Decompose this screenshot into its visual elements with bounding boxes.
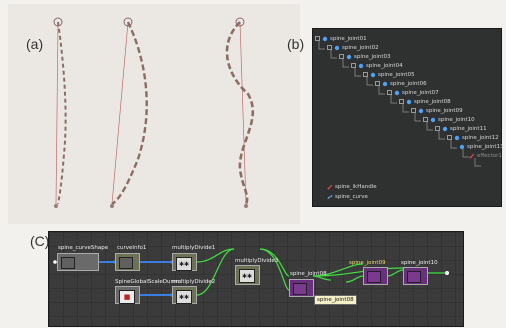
outliner-item-label: spine_curve <box>335 193 368 200</box>
node-spineglobalscaledummy[interactable]: ■ <box>115 286 140 304</box>
label-a: (a) <box>26 36 44 52</box>
outliner-item-label: spine_joint06 <box>390 80 427 87</box>
curve-icon <box>327 194 333 200</box>
node-label-spine-joint09: spine_joint09 <box>349 260 386 266</box>
outliner-tree-lines <box>318 41 481 167</box>
node-tooltip: spine_joint08 <box>314 295 357 305</box>
spine-chains-illustration <box>53 17 255 208</box>
joint-icon <box>454 135 460 141</box>
node-curveinfo1[interactable] <box>115 253 140 271</box>
expand-toggle-icon[interactable] <box>363 72 368 77</box>
node-label-spine-joint08: spine_joint08 <box>290 271 327 277</box>
expand-toggle-icon[interactable] <box>411 108 416 113</box>
outliner-panel[interactable]: spine_joint01 spine_joint02 spine_joint0… <box>312 28 504 207</box>
joint-icon <box>442 126 448 132</box>
joint-icon <box>367 271 381 283</box>
effector-icon <box>469 153 475 159</box>
expand-toggle-icon[interactable] <box>339 54 344 59</box>
outliner-item-label: effector1 <box>477 152 502 159</box>
node-spine-joint10[interactable] <box>403 267 428 285</box>
outliner-item-label: spine_joint01 <box>330 35 367 42</box>
outliner-item-label: spine_joint11 <box>450 125 487 132</box>
node-label-spine-curveshape: spine_curveShape <box>58 245 109 251</box>
node-label-multiplydivide2: multiplyDivide2 <box>172 279 216 285</box>
outliner-item-spine-joint02[interactable]: spine_joint02 <box>327 43 379 52</box>
expand-toggle-icon[interactable] <box>423 117 428 122</box>
outliner-item-spine-joint10[interactable]: spine_joint10 <box>423 115 475 124</box>
outliner-item-spine-ikhandle[interactable]: spine_ikHandle <box>327 182 377 191</box>
joint-icon <box>406 99 412 105</box>
outliner-item-spine-joint09[interactable]: spine_joint09 <box>411 106 463 115</box>
outliner-item-spine-joint11[interactable]: spine_joint11 <box>435 124 487 133</box>
node-label-spineglobalscaledummy: SpineGlobalScaleDumm <box>115 279 182 285</box>
node-spine-joint09[interactable] <box>363 267 388 285</box>
outliner-item-label: spine_joint05 <box>378 71 415 78</box>
outliner-item-label: spine_ikHandle <box>335 183 377 190</box>
joint-icon <box>322 36 328 42</box>
graph-connections <box>53 248 449 297</box>
joint-icon <box>382 81 388 87</box>
transform-icon: ■ <box>119 290 135 304</box>
joint-icon <box>407 271 421 283</box>
joint-icon <box>394 90 400 96</box>
node-multiplydivide1[interactable]: ✱✱ <box>172 253 197 271</box>
node-spine-joint08[interactable] <box>289 279 314 297</box>
outliner-item-spine-joint06[interactable]: spine_joint06 <box>375 79 427 88</box>
outliner-item-spine-joint04[interactable]: spine_joint04 <box>351 61 403 70</box>
outliner-item-spine-joint01[interactable]: spine_joint01 <box>315 34 367 43</box>
outliner-item-spine-joint03[interactable]: spine_joint03 <box>339 52 391 61</box>
expand-toggle-icon[interactable] <box>399 99 404 104</box>
expand-toggle-icon[interactable] <box>435 126 440 131</box>
outliner-item-spine-joint05[interactable]: spine_joint05 <box>363 70 415 79</box>
expand-toggle-icon[interactable] <box>351 63 356 68</box>
curve-shape-icon <box>61 257 75 269</box>
viewport-panel <box>8 4 300 224</box>
joint-icon <box>358 63 364 69</box>
label-b: (b) <box>287 36 305 52</box>
expand-toggle-icon[interactable] <box>447 135 452 140</box>
joint-icon <box>293 283 307 295</box>
outliner-item-label: spine_joint09 <box>426 107 463 114</box>
node-multiplydivide2[interactable]: ✱✱ <box>172 286 197 304</box>
outliner-item-label: spine_joint13 <box>467 143 504 150</box>
node-label-multiplydivide3: multiplyDivide3 <box>235 258 279 264</box>
outliner-item-spine-joint12[interactable]: spine_joint12 <box>447 133 499 142</box>
outliner-item-effector1[interactable]: effector1 <box>469 151 502 160</box>
joint-icon <box>370 72 376 78</box>
outliner-item-label: spine_joint10 <box>438 116 475 123</box>
joint-icon <box>418 108 424 114</box>
multiply-divide-icon: ✱✱ <box>239 269 255 283</box>
outliner-item-spine-joint13[interactable]: spine_joint13 <box>459 142 504 151</box>
outliner-item-label: spine_joint04 <box>366 62 403 69</box>
curve-info-icon <box>119 257 133 269</box>
node-label-multiplydivide1: multiplyDivide1 <box>172 245 216 251</box>
expand-toggle-icon[interactable] <box>315 36 320 41</box>
label-c: (C) <box>30 233 50 249</box>
joint-icon <box>459 144 465 150</box>
expand-toggle-icon[interactable] <box>327 45 332 50</box>
outliner-item-spine-joint08[interactable]: spine_joint08 <box>399 97 451 106</box>
node-spine-curveshape[interactable] <box>57 253 99 271</box>
node-multiplydivide3[interactable]: ✱✱ <box>235 265 260 285</box>
multiply-divide-icon: ✱✱ <box>176 290 192 304</box>
joint-icon <box>334 45 340 51</box>
outliner-item-label: spine_joint03 <box>354 53 391 60</box>
multiply-divide-icon: ✱✱ <box>176 257 192 271</box>
outliner-item-spine-curve[interactable]: spine_curve <box>327 192 368 201</box>
outliner-item-label: spine_joint07 <box>402 89 439 96</box>
joint-icon <box>430 117 436 123</box>
outliner-item-label: spine_joint08 <box>414 98 451 105</box>
outliner-item-label: spine_joint02 <box>342 44 379 51</box>
node-label-spine-joint10: spine_joint10 <box>401 260 438 266</box>
outliner-item-spine-joint07[interactable]: spine_joint07 <box>387 88 439 97</box>
expand-toggle-icon[interactable] <box>387 90 392 95</box>
node-label-curveinfo1: curveInfo1 <box>117 245 147 251</box>
joint-icon <box>346 54 352 60</box>
outliner-item-label: spine_joint12 <box>462 134 499 141</box>
ik-handle-icon <box>327 184 333 190</box>
expand-toggle-icon[interactable] <box>375 81 380 86</box>
node-graph[interactable]: spine_curveShape curveInfo1 multiplyDivi… <box>48 231 464 327</box>
